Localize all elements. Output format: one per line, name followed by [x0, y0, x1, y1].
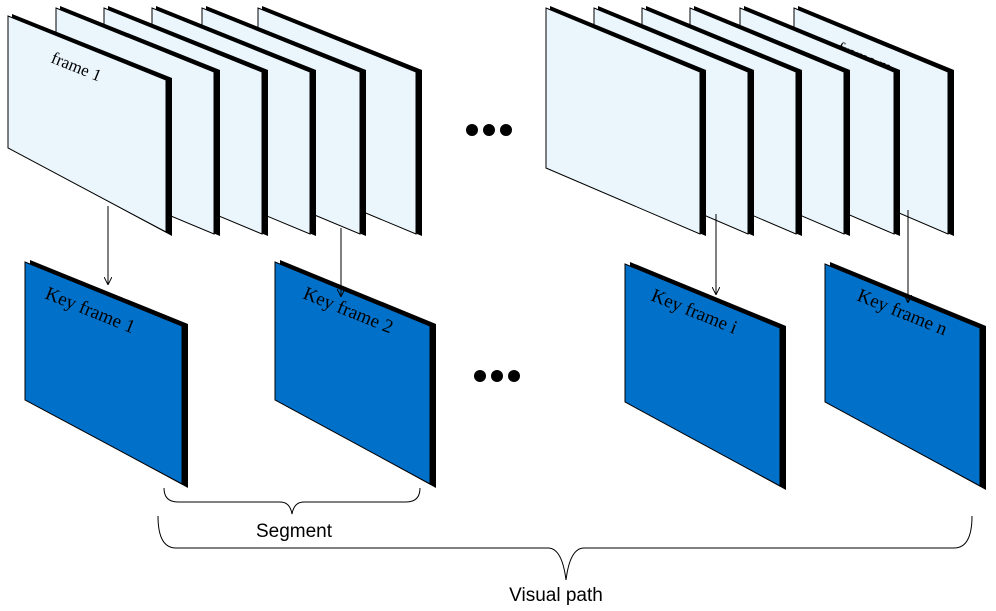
key-frame-1: Key frame 1 — [24, 260, 188, 488]
ellipsis-bottom — [474, 370, 520, 382]
ellipsis-top — [466, 124, 512, 136]
frame-card — [545, 6, 706, 236]
frame-stack-right: frame m — [545, 6, 954, 236]
key-frame-n: Key frame n — [824, 262, 986, 490]
frame-stack-left: frame 1 — [7, 6, 422, 236]
visual-path-label: Visual path — [509, 585, 603, 606]
key-frame-i: Key frame i — [624, 262, 786, 490]
extraction-arrows — [108, 206, 908, 302]
visual-path-brace: Visual path — [157, 515, 973, 606]
segment-label: Segment — [256, 521, 333, 542]
frame-card-first: frame 1 — [7, 14, 172, 236]
segment-brace: Segment — [163, 487, 421, 542]
key-frame-2: Key frame 2 — [274, 260, 436, 488]
